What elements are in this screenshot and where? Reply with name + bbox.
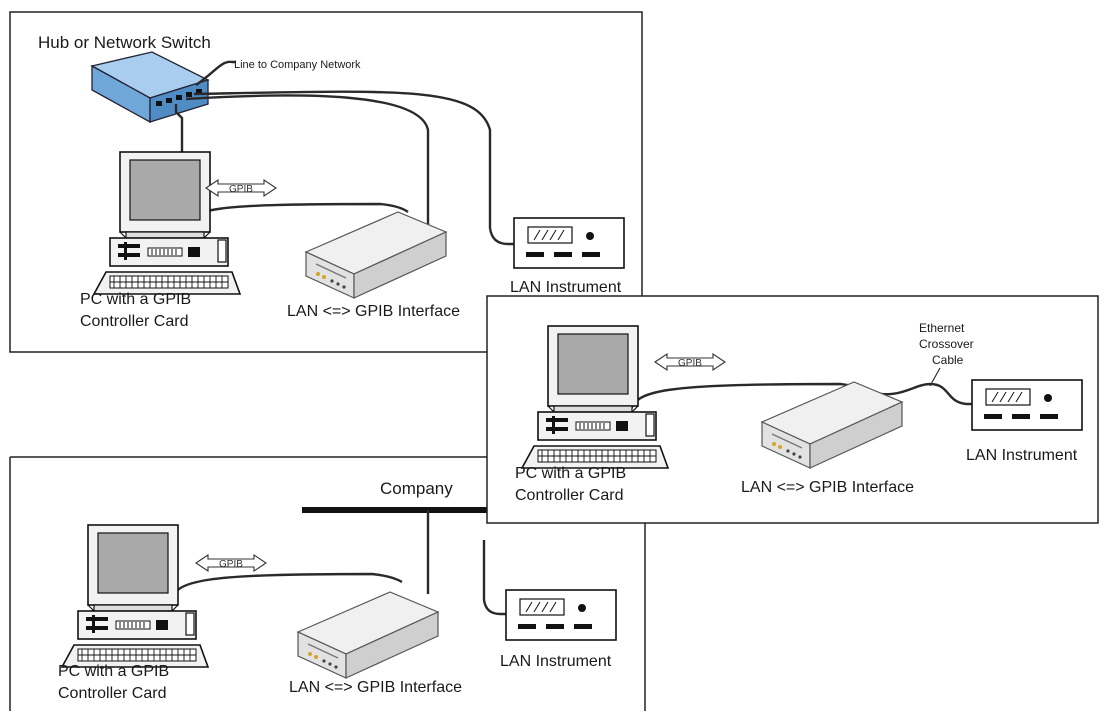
pc-label-line2: Controller Card [58,685,166,702]
pc-label-line1: PC with a GPIB [80,291,191,308]
instrument-label: LAN Instrument [500,653,612,670]
pc-label-line1: PC with a GPIB [515,465,626,482]
interface-label: LAN <=> GPIB Interface [741,479,914,496]
cable-label-line2: Crossover [919,337,974,351]
pc-label-line1: PC with a GPIB [58,663,169,680]
cable-label-line1: Ethernet [919,321,965,335]
gpib-label: GPIB [219,559,243,570]
interface-label: LAN <=> GPIB Interface [289,679,462,696]
company-network-label: Company [380,479,453,498]
switch-title: Hub or Network Switch [38,33,211,52]
panel-crossover: Ethernet Crossover Cable GPIB PC with a … [486,295,1099,524]
lan-instrument-icon [505,589,617,641]
lan-instrument-icon [513,217,625,269]
panel-hub: Hub or Network Switch Line to Company Ne… [9,11,643,353]
company-line-label: Line to Company Network [234,59,361,71]
gpib-label: GPIB [229,184,253,195]
lan-gpib-interface-icon [297,591,439,679]
panel-company: Company GPIB PC with a GPIB Controller C… [9,456,646,711]
instrument-label: LAN Instrument [510,279,622,296]
pc-label-line2: Controller Card [515,487,623,504]
pc-label-line2: Controller Card [80,313,188,330]
network-switch-icon [90,51,210,124]
lan-instrument-icon [971,379,1083,431]
instrument-label: LAN Instrument [966,447,1078,464]
gpib-label: GPIB [678,358,702,369]
desktop-computer-icon [61,524,209,668]
cable-label-line3: Cable [932,353,964,367]
interface-label: LAN <=> GPIB Interface [287,303,460,320]
